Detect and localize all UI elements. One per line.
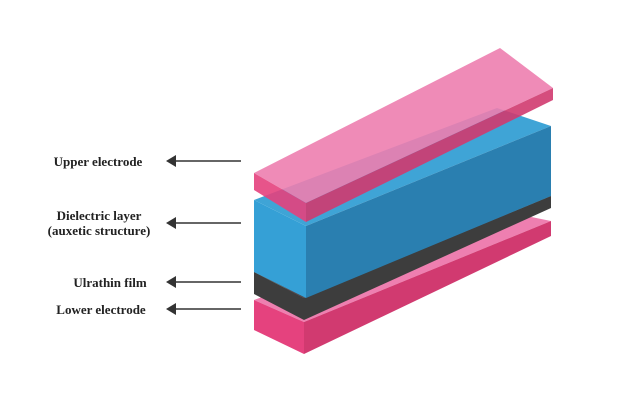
left-arrow-icon bbox=[166, 217, 176, 229]
arrow-lower-electrode bbox=[166, 303, 241, 315]
dielectric-layer-text: Dielectric layer bbox=[56, 208, 142, 223]
label-upper-electrode: Upper electrode bbox=[34, 154, 162, 169]
label-ultrathin-film: Ulrathin film bbox=[60, 275, 160, 290]
upper-electrode-text: Upper electrode bbox=[53, 154, 143, 169]
lower-electrode-text: Lower electrode bbox=[56, 302, 146, 317]
dielectric-side bbox=[306, 126, 551, 298]
arrow-upper-electrode bbox=[166, 155, 241, 167]
left-arrow-icon bbox=[166, 303, 176, 315]
upper-electrode-layer bbox=[254, 48, 553, 222]
ultrathin-film-side bbox=[304, 196, 551, 320]
upper-electrode-top bbox=[254, 48, 553, 203]
arrow-dielectric-layer bbox=[166, 217, 241, 229]
lower-electrode-side bbox=[304, 221, 551, 354]
lower-electrode-front bbox=[254, 300, 304, 354]
left-arrow-icon bbox=[166, 276, 176, 288]
ultrathin-film-text: Ulrathin film bbox=[73, 275, 147, 290]
label-dielectric-layer: Dielectric layer (auxetic structure) bbox=[32, 208, 166, 238]
dielectric-front bbox=[254, 200, 306, 298]
auxetic-structure-text: (auxetic structure) bbox=[47, 223, 151, 238]
ultrathin-film-front bbox=[254, 272, 304, 320]
left-arrow-icon bbox=[166, 155, 176, 167]
arrow-ultrathin-film bbox=[166, 276, 241, 288]
upper-electrode-front bbox=[254, 173, 306, 222]
upper-electrode-side bbox=[306, 88, 553, 222]
label-lower-electrode: Lower electrode bbox=[40, 302, 162, 317]
